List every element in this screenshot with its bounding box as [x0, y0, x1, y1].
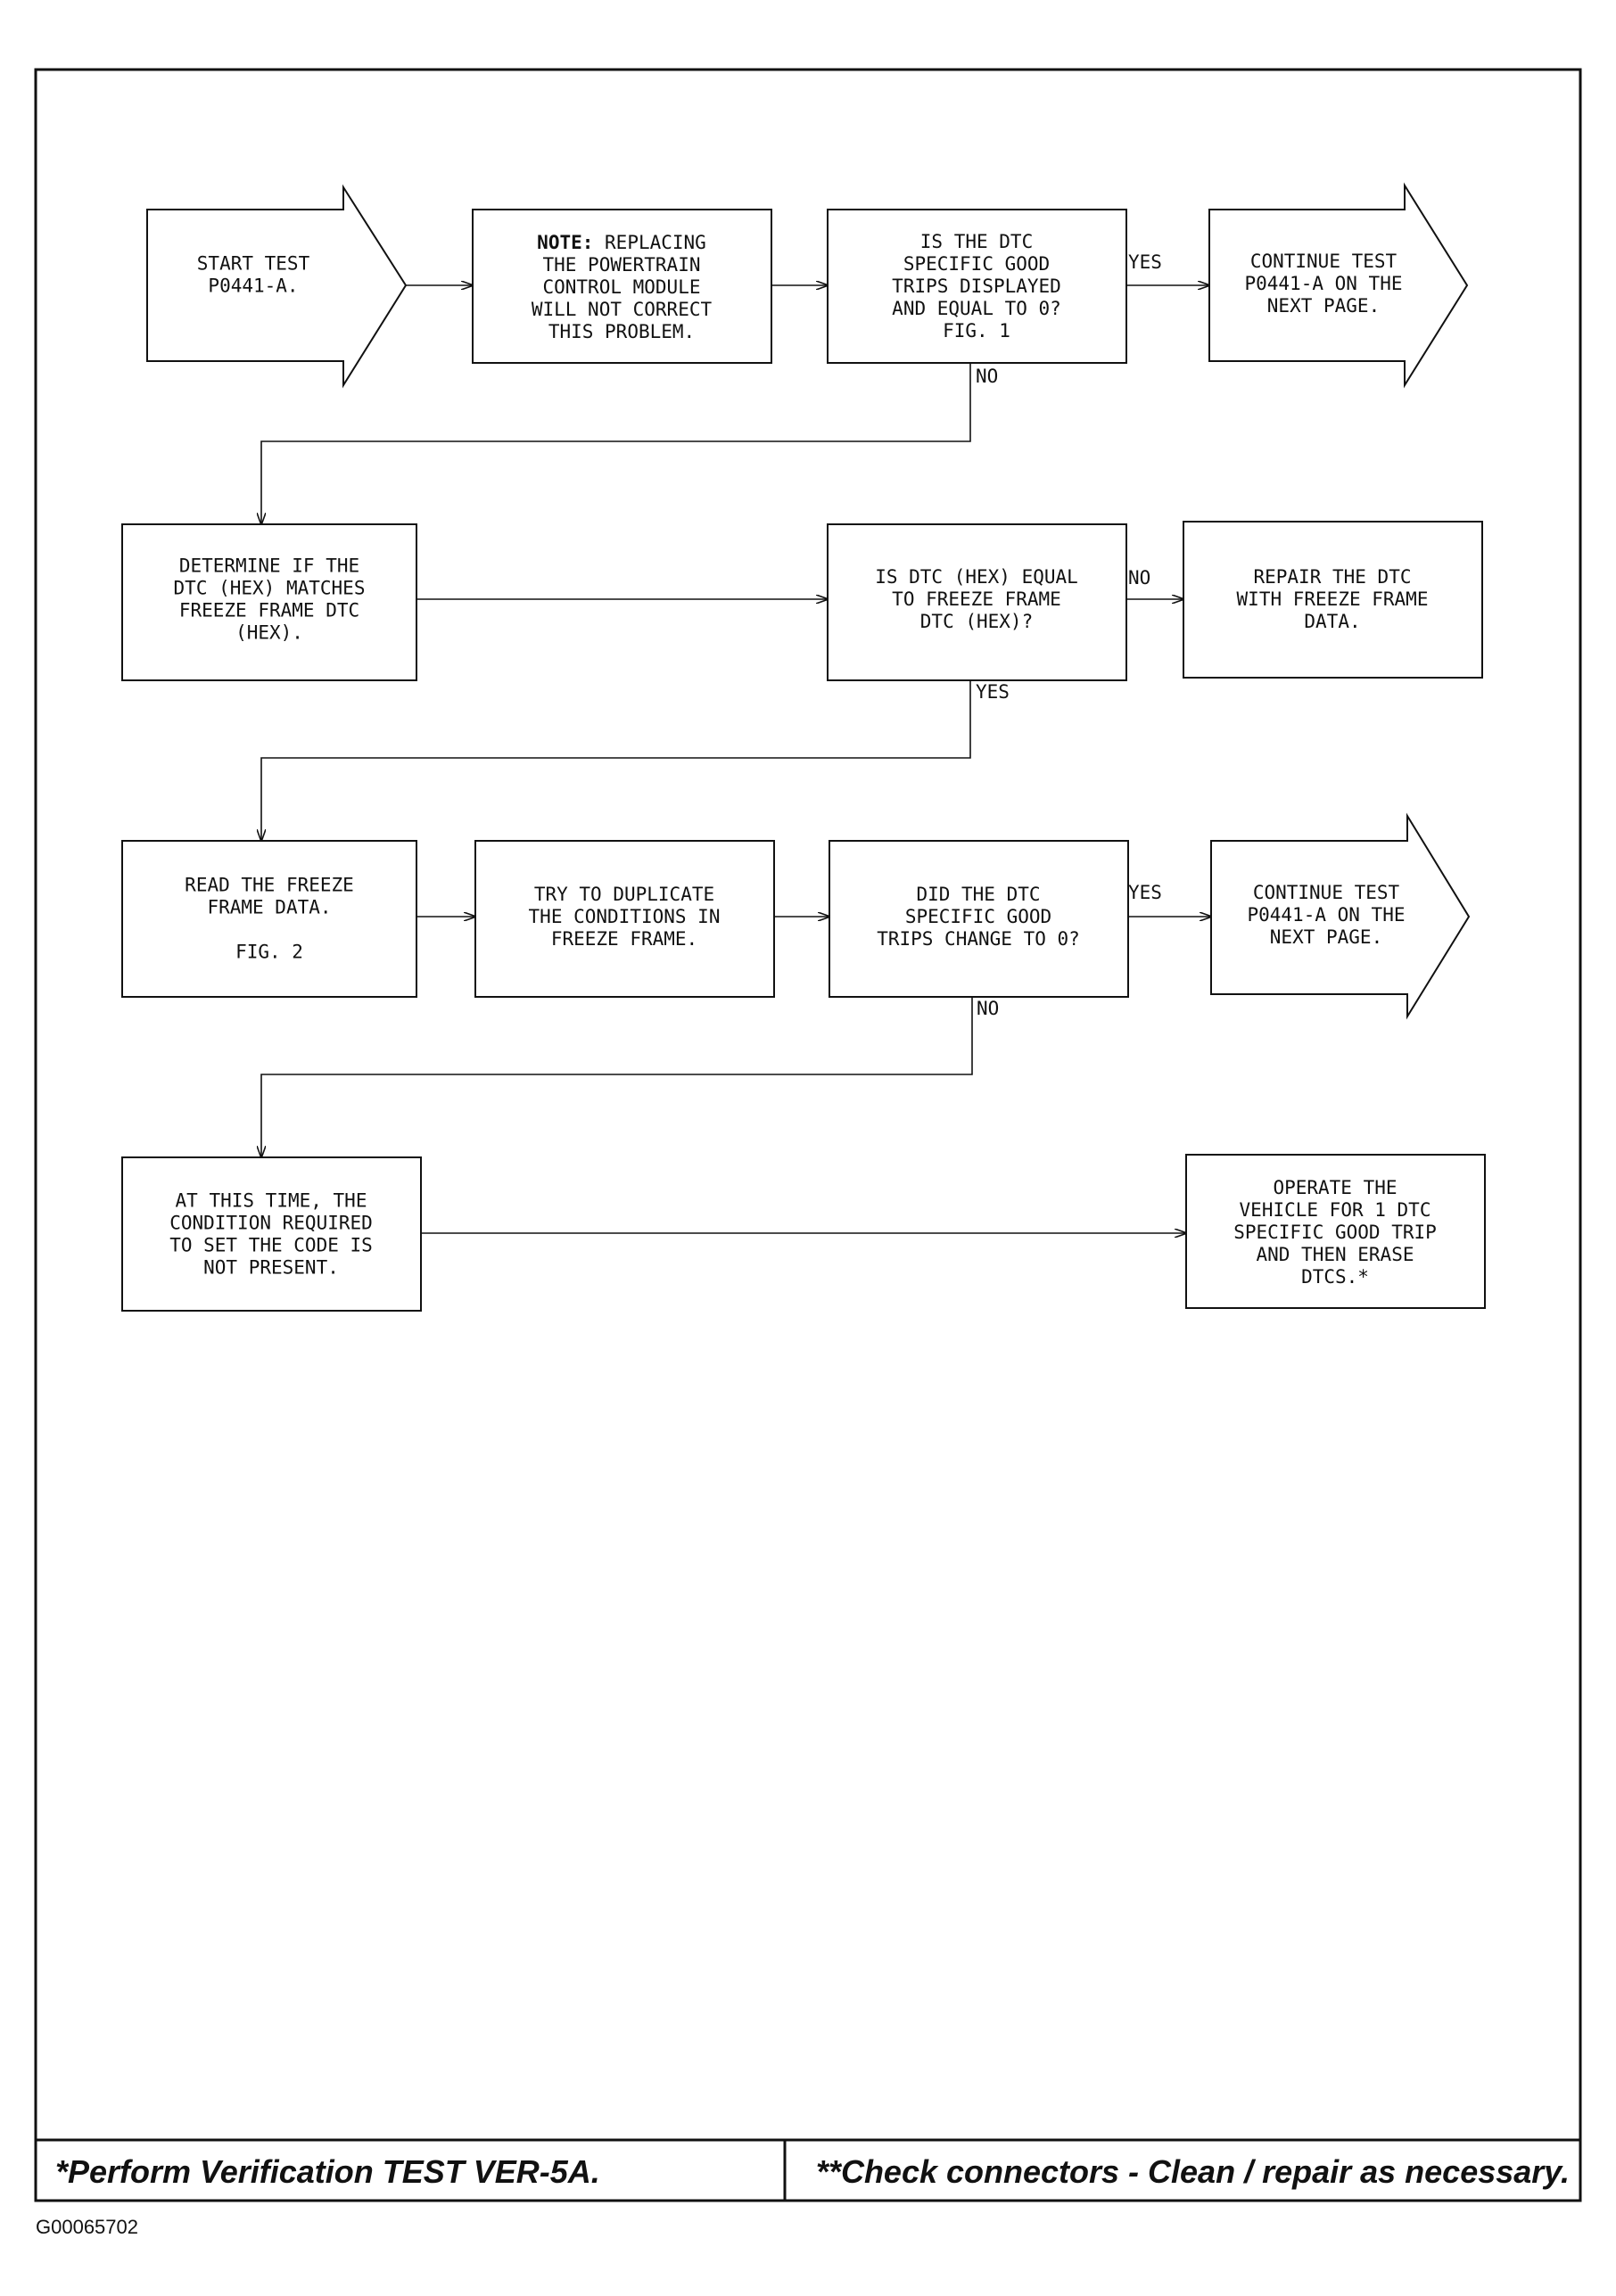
edge-label-yes-3: YES — [1128, 882, 1162, 903]
edge-label-yes-1: YES — [1128, 251, 1162, 273]
node-text-line: THIS PROBLEM. — [548, 321, 695, 342]
node-text-line: WILL NOT CORRECT — [532, 299, 713, 320]
node-text-line: CONTINUE TEST — [1253, 882, 1400, 903]
node-text-line: TRY TO DUPLICATE — [534, 884, 714, 905]
node-text-line: (HEX). — [235, 622, 303, 644]
node-text-line: IS THE DTC — [920, 231, 1033, 252]
node-text-line: SPECIFIC GOOD — [903, 253, 1050, 275]
operate-vehicle-box — [1185, 1154, 1486, 1309]
footer-right-note: **Check connectors - Clean / repair as n… — [816, 2153, 1570, 2190]
page-frame — [34, 68, 1582, 2202]
node-text-line: REPAIR THE DTC — [1253, 566, 1411, 588]
edge-label-yes-2: YES — [976, 681, 1010, 703]
decision-trips-change-box — [829, 840, 1129, 998]
node-text-line: P0441-A ON THE — [1247, 904, 1405, 926]
node-text-line: TRIPS DISPLAYED — [892, 276, 1061, 297]
node-text-line: NEXT PAGE. — [1267, 295, 1380, 317]
node-text-line: DTC (HEX)? — [920, 611, 1033, 632]
node-text-line: THE CONDITIONS IN — [529, 906, 721, 927]
node-text-line: CONTROL MODULE — [542, 276, 700, 298]
node-text-line: WITH FREEZE FRAME — [1237, 588, 1429, 610]
edge-decision2-yes — [261, 680, 971, 841]
node-text-line: OPERATE THE — [1273, 1177, 1397, 1198]
node-text-line: VEHICLE FOR 1 DTC — [1240, 1199, 1431, 1221]
determine-dtc-hex-box — [121, 523, 417, 681]
node-text-line: AND EQUAL TO 0? — [892, 298, 1061, 319]
edge-decision3-no — [261, 997, 973, 1157]
node-text-line: DETERMINE IF THE — [179, 555, 359, 577]
start-test-arrow-shape — [146, 184, 408, 389]
node-text-line: NEXT PAGE. — [1270, 926, 1382, 948]
node-text-line: DATA. — [1304, 611, 1360, 632]
edge-decision1-no — [261, 363, 971, 524]
node-text-line: FIG. 2 — [235, 942, 303, 963]
decision-good-trips-box — [827, 209, 1127, 364]
node-text-line: NOTE: REPLACING — [537, 232, 706, 253]
node-text-line: CONDITION REQUIRED — [169, 1213, 373, 1234]
note-node-box — [472, 209, 772, 364]
figure-id: G00065702 — [36, 2216, 138, 2238]
node-text-line: CONTINUE TEST — [1250, 251, 1398, 272]
node-text-line: IS DTC (HEX) EQUAL — [875, 566, 1078, 588]
node-text-line: START TEST — [197, 253, 310, 275]
node-text-line: NOT PRESENT. — [203, 1257, 339, 1279]
condition-not-present-box — [121, 1156, 422, 1312]
continue-test-1-arrow-shape — [1208, 182, 1469, 389]
node-text-line: FREEZE FRAME DTC — [179, 600, 359, 621]
edge-label-no-1: NO — [976, 366, 998, 387]
node-text-line: SPECIFIC GOOD — [905, 906, 1051, 927]
node-text-line: P0441-A ON THE — [1244, 273, 1402, 294]
try-duplicate-box — [474, 840, 775, 998]
edge-label-no-3: NO — [977, 998, 999, 1019]
node-text-line: TO SET THE CODE IS — [169, 1235, 373, 1256]
read-freeze-frame-box — [121, 840, 417, 998]
node-text-line: THE POWERTRAIN — [542, 254, 700, 276]
node-text-line: TRIPS CHANGE TO 0? — [877, 928, 1080, 950]
node-text-line: AND THEN ERASE — [1256, 1244, 1414, 1265]
continue-test-2-arrow-shape — [1210, 812, 1471, 1020]
node-text-line: SPECIFIC GOOD TRIP — [1233, 1222, 1437, 1243]
footer-left-note: *Perform Verification TEST VER-5A. — [55, 2153, 600, 2190]
node-text-bold-prefix: NOTE: — [537, 232, 605, 253]
node-text-line: FIG. 1 — [943, 320, 1010, 342]
node-text-line: TO FREEZE FRAME — [892, 588, 1061, 610]
repair-dtc-box — [1183, 521, 1483, 679]
node-text-line: READ THE FREEZE — [185, 875, 354, 896]
node-text-line: FRAME DATA. — [207, 897, 331, 918]
node-text-line: P0441-A. — [208, 276, 298, 297]
edge-label-no-2: NO — [1128, 567, 1150, 588]
node-text-line: DTC (HEX) MATCHES — [174, 578, 366, 599]
node-text-line: DTCS.* — [1301, 1266, 1369, 1288]
node-text-line: DID THE DTC — [916, 884, 1040, 905]
node-text-line: AT THIS TIME, THE — [176, 1190, 367, 1212]
node-text-rest: REPLACING — [605, 232, 706, 253]
node-text-line: FREEZE FRAME. — [551, 928, 697, 950]
